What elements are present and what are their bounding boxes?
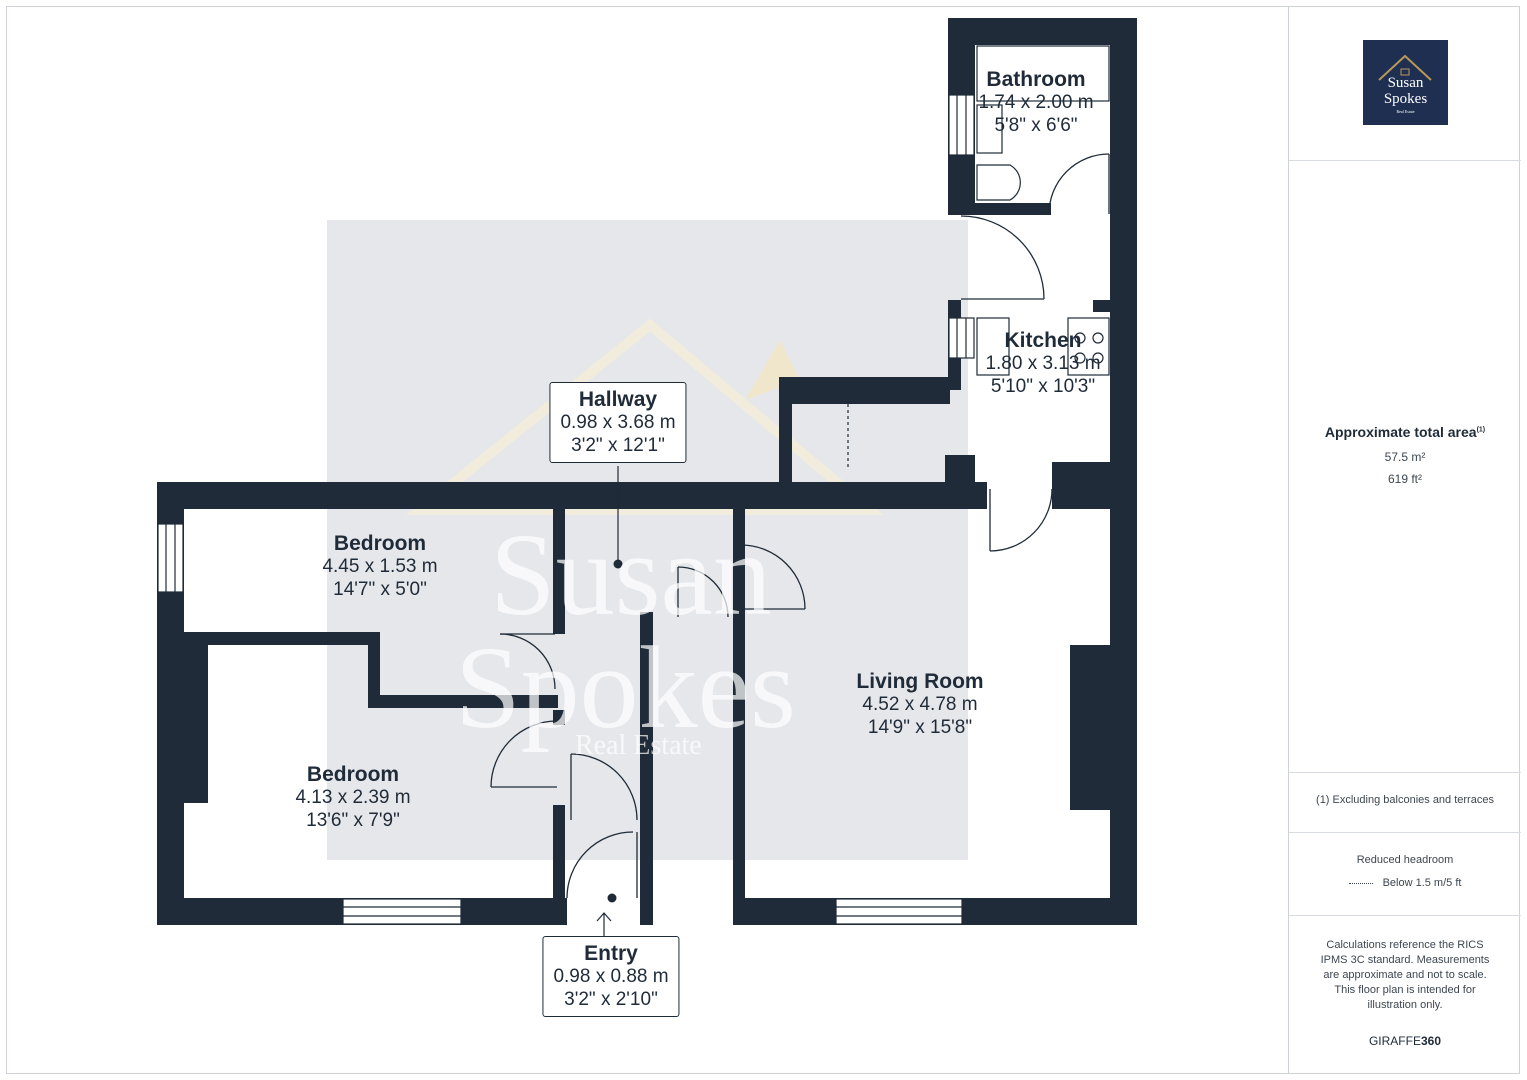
room-imperial: 5'10" x 10'3" xyxy=(990,375,1096,397)
room-name: Bedroom xyxy=(306,763,400,786)
room-imperial: 3'2" x 2'10" xyxy=(564,988,658,1010)
kitchen-sink xyxy=(976,317,1010,376)
room-metric: 1.74 x 2.00 m xyxy=(978,92,1094,114)
room-metric: 1.80 x 3.13 m xyxy=(985,353,1101,375)
room-name: Living Room xyxy=(856,670,984,693)
page-frame xyxy=(6,6,1520,1074)
watermark-line1: Susan xyxy=(490,509,772,640)
headroom-legend: Below 1.5 m/5 ft xyxy=(1289,877,1521,889)
room-metric: 4.45 x 1.53 m xyxy=(322,556,438,578)
headroom-legend-text: Below 1.5 m/5 ft xyxy=(1382,877,1462,889)
brand-mark: GIRAFFE360 xyxy=(1289,1034,1521,1048)
watermark-line2: Spokes xyxy=(455,622,796,753)
headroom-title: Reduced headroom xyxy=(1356,854,1454,866)
hallway-label: Hallway 0.98 x 3.68 m 3'2" x 12'1" xyxy=(549,382,687,463)
area-title: Approximate total area(1) xyxy=(1289,424,1521,440)
room-metric: 4.13 x 2.39 m xyxy=(295,787,411,809)
room-name: Bathroom xyxy=(986,68,1086,91)
windows xyxy=(157,94,975,925)
watermark-roof xyxy=(405,318,884,515)
room-name: Kitchen xyxy=(1004,329,1082,352)
sidebar-divider xyxy=(1289,832,1521,833)
area-imperial: 619 ft² xyxy=(1387,472,1423,486)
room-imperial: 13'6" x 7'9" xyxy=(306,809,400,831)
room-name: Entry xyxy=(584,942,638,965)
area-metric: 57.5 m² xyxy=(1384,450,1426,464)
fixtures xyxy=(976,45,1110,376)
entry-pointer-dot xyxy=(607,893,617,903)
room-imperial: 14'7" x 5'0" xyxy=(333,578,427,600)
room-imperial: 3'2" x 12'1" xyxy=(571,434,665,456)
entry-arrow-icon xyxy=(596,912,612,936)
floor-plan-drawing xyxy=(157,18,1137,936)
logo-line2: Spokes xyxy=(1383,91,1428,107)
toilet xyxy=(976,164,1021,201)
room-metric: 4.52 x 4.78 m xyxy=(862,694,978,716)
dotted-line-icon xyxy=(1348,882,1373,884)
sidebar-divider xyxy=(1289,772,1521,773)
bathroom-label: Bathroom 1.74 x 2.00 m 5'8" x 6'6" xyxy=(978,67,1093,138)
logo-line3: Real Estate xyxy=(1396,109,1415,114)
room-name: Bedroom xyxy=(333,532,427,555)
bedroom-bottom-label: Bedroom 4.13 x 2.39 m 13'6" x 7'9" xyxy=(295,762,410,833)
kitchen-label: Kitchen 1.80 x 3.13 m 5'10" x 10'3" xyxy=(985,328,1100,399)
house-icon xyxy=(1378,54,1432,81)
sidebar-divider xyxy=(1289,915,1521,916)
floor-plan: Susan Spokes Real Estate Bathroom 1.74 x… xyxy=(157,18,1137,1017)
hallway-pointer-dot xyxy=(613,559,623,569)
brand-prefix: GIRAFFE xyxy=(1368,1034,1421,1048)
sidebar-divider xyxy=(1289,160,1521,161)
stove xyxy=(1067,317,1110,376)
brand-suffix: 360 xyxy=(1420,1034,1442,1048)
info-sidebar: Susan Spokes Real Estate Approximate tot… xyxy=(1288,6,1521,1074)
room-imperial: 14'9" x 15'8" xyxy=(867,716,973,738)
doors xyxy=(490,153,1110,899)
bathroom-sink xyxy=(976,104,1003,154)
bathtub xyxy=(976,45,1110,102)
room-name: Hallway xyxy=(578,388,658,411)
entry-label: Entry 0.98 x 0.88 m 3'2" x 2'10" xyxy=(542,936,680,1017)
room-metric: 0.98 x 0.88 m xyxy=(553,966,669,988)
area-title-note: (1) xyxy=(1476,426,1486,434)
area-title-text: Approximate total area xyxy=(1324,424,1477,440)
room-metric: 0.98 x 3.68 m xyxy=(560,412,676,434)
room-imperial: 5'8" x 6'6" xyxy=(994,114,1078,136)
living-room-label: Living Room 4.52 x 4.78 m 14'9" x 15'8" xyxy=(856,669,983,740)
area-footnote: (1) Excluding balconies and terraces xyxy=(1316,794,1494,806)
logo-line1: Susan xyxy=(1387,75,1424,91)
bedroom-top-label: Bedroom 4.45 x 1.53 m 14'7" x 5'0" xyxy=(322,531,437,602)
agency-logo: Susan Spokes Real Estate xyxy=(1363,40,1448,125)
watermark-line3: Real Estate xyxy=(575,730,702,761)
disclaimer: Calculations reference the RICS IPMS 3C … xyxy=(1320,939,1490,1011)
